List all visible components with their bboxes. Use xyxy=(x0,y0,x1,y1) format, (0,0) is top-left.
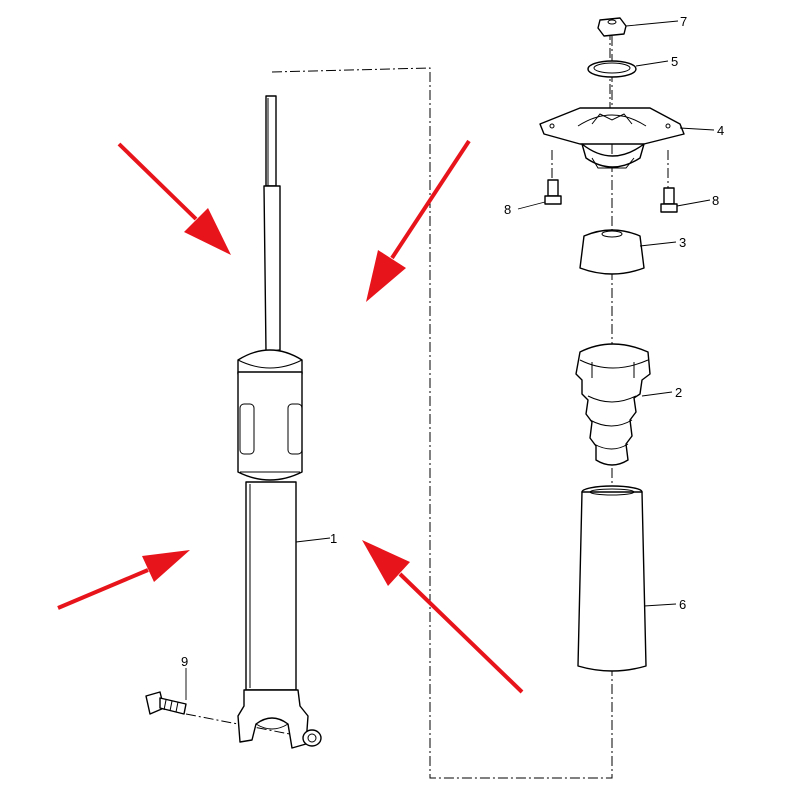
callout-nut: 7 xyxy=(680,14,687,29)
arrow-top-right xyxy=(366,139,471,302)
callout-dust-shield: 6 xyxy=(679,597,686,612)
red-arrows xyxy=(57,139,524,694)
callout-mount: 4 xyxy=(717,123,724,138)
leader-lines xyxy=(185,20,715,700)
arrow-top-left xyxy=(117,142,231,255)
mount-bolt-right xyxy=(660,187,678,213)
callout-washer: 5 xyxy=(671,54,678,69)
washer xyxy=(587,60,637,78)
bumper xyxy=(575,343,651,466)
callout-lower-bolt: 9 xyxy=(181,654,188,669)
insulator xyxy=(579,229,645,275)
mount-bolt-left xyxy=(544,179,562,205)
arrow-bottom-right xyxy=(362,540,524,694)
callout-labels: 1 2 3 4 5 6 7 8 8 9 xyxy=(181,14,724,669)
lower-bolt xyxy=(145,691,187,715)
arrow-bottom-left xyxy=(57,550,190,610)
top-nut xyxy=(597,17,627,37)
callout-bumper: 2 xyxy=(675,385,682,400)
callout-insulator: 3 xyxy=(679,235,686,250)
callout-mount-bolt-right: 8 xyxy=(712,193,719,208)
upper-mount xyxy=(539,107,685,169)
shock-absorber xyxy=(237,95,322,749)
dust-shield xyxy=(577,485,647,672)
callout-shock-absorber: 1 xyxy=(330,531,337,546)
callout-mount-bolt-left: 8 xyxy=(504,202,511,217)
